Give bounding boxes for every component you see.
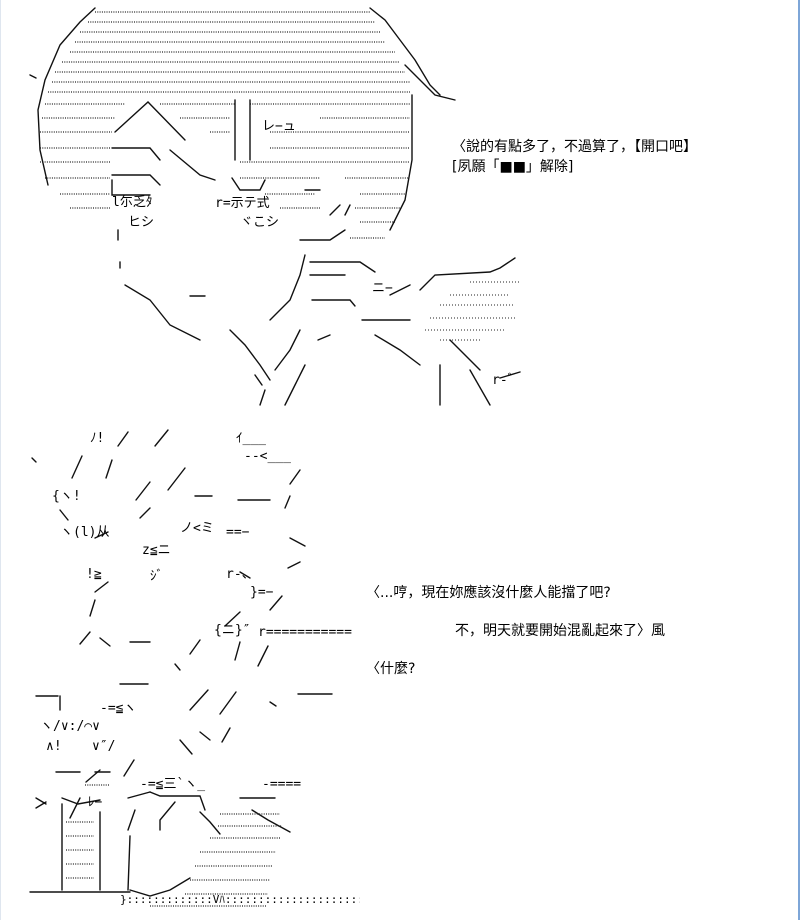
collar-lines (389, 257, 521, 406)
b-art-text-6: ==− (226, 525, 250, 540)
b-art-text-21: ﾚ− (88, 795, 103, 810)
b-art-text-4: {ヽ! (52, 489, 81, 504)
hair-spikes (31, 429, 301, 509)
b-art-text-18: ∨″/ (92, 739, 116, 754)
hair-hatching (40, 11, 410, 239)
art-text-3: r=示テ式 (215, 196, 270, 211)
hair-outline (29, 7, 456, 231)
b-art-text-22: }:::::::::::::Vﾊ::::::::::::::::::::: (120, 893, 360, 906)
b-art-text-14: r=========== (258, 625, 352, 640)
top-art-drawing (29, 7, 521, 406)
b-art-text-7: ヽ(l)从 (60, 525, 110, 540)
b-art-text-9: !≧ (86, 567, 102, 582)
top-ascii-art: レ−ュ l尓乏ﾀ r=示テ式 ヒシ ヾこシ ニ− r-ﾞ (0, 0, 560, 410)
body-lines (29, 663, 333, 897)
face-contour (124, 229, 421, 406)
b-art-text-15: -=≦ヽ (100, 701, 137, 716)
b-art-text-8: z≦ニ (142, 543, 171, 558)
b-art-text-11: r-、 (226, 567, 255, 582)
bottom-dialogue-line-3: 〈什麼? (366, 661, 416, 677)
b-art-text-19: -=≦三`ヽ_ (140, 777, 206, 792)
b-art-text-5: ノ<ミ (180, 521, 214, 536)
face-features (111, 99, 351, 269)
b-art-text-1: ﾉ! (90, 431, 105, 446)
b-art-text-12: }=− (250, 585, 274, 600)
cloth-hatching (66, 784, 282, 907)
art-text-5: ヾこシ (240, 215, 280, 230)
art-text-2: l尓乏ﾀ (112, 195, 153, 210)
bottom-ascii-art: ﾉ! ｲ___ --<___ {ヽ! ノ<ミ ==− ヽ(l)从 z≦ニ !≧ … (0, 420, 360, 920)
b-art-text-3: --<___ (244, 449, 291, 464)
b-art-text-13: {ニ}″ (214, 623, 251, 638)
bottom-art-drawing (29, 429, 333, 907)
b-art-text-10: ｼﾞ (150, 569, 163, 584)
art-text-7: r-ﾞ (492, 373, 515, 388)
face-lines (59, 507, 306, 667)
art-text-1: レ−ュ (262, 119, 296, 134)
bottom-dialogue-line-2: 不，明天就要開始混亂起來了〉風 (455, 623, 665, 639)
b-art-text-16: ヽ/∨:/⌒∨ (40, 719, 100, 734)
top-dialogue-line-2: [夙願「■■」解除] (452, 159, 574, 175)
art-text-4: ヒシ (128, 215, 155, 230)
top-dialogue-line-1: 〈說的有點多了，不過算了，【開口吧】 (452, 139, 697, 155)
b-art-text-20: -==== (262, 777, 302, 792)
bottom-dialogue-line-1: 〈...哼，現在妳應該沒什麼人能擋了吧? (366, 585, 611, 601)
b-art-text-17: ∧! (46, 739, 62, 754)
art-text-6: ニ− (372, 281, 393, 296)
b-art-text-2: ｲ___ (236, 431, 266, 446)
